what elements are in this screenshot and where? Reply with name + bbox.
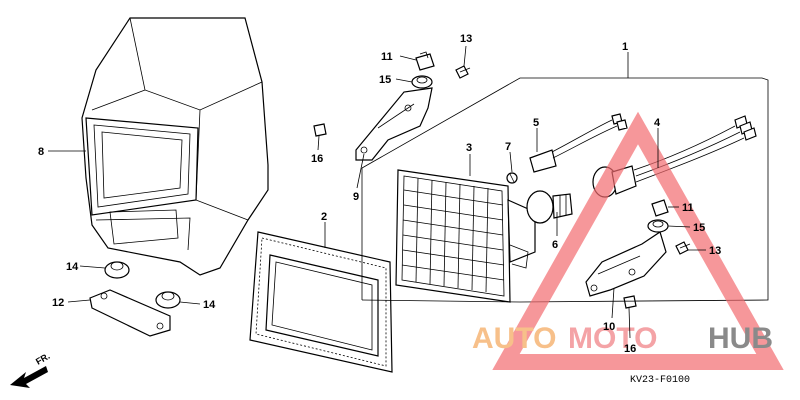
bulb-part-6 [526, 190, 573, 224]
watermark-triangle [492, 111, 784, 370]
watermark-moto: MOTO [568, 322, 657, 355]
watermark: AUTO MOTO HUB [472, 111, 784, 370]
callout-16-lower: 16 [624, 343, 636, 355]
callout-6: 6 [552, 239, 558, 251]
callout-13-upper: 13 [460, 33, 472, 45]
grommet-part-15-upper [411, 75, 433, 89]
leader-lines [48, 45, 706, 339]
screw-part-16-lower [623, 295, 637, 309]
callout-11-lower: 11 [682, 202, 694, 214]
callout-15-lower: 15 [693, 222, 705, 234]
callout-10: 10 [603, 321, 615, 333]
grommet-part-14-right [155, 291, 181, 309]
bolt-part-13-lower [675, 241, 691, 255]
watermark-hub: HUB [708, 322, 773, 355]
callout-3: 3 [466, 142, 472, 154]
callout-5: 5 [533, 117, 539, 129]
callout-9: 9 [353, 191, 359, 203]
front-direction-arrow: FR. [10, 351, 52, 388]
plate-part-12 [89, 289, 171, 337]
headlight-lens-grid [401, 177, 505, 293]
socket-part-5 [529, 113, 628, 173]
callout-13-lower: 13 [709, 245, 721, 257]
callout-15-upper: 15 [379, 74, 391, 86]
callout-16-upper: 16 [311, 153, 323, 165]
bracket-part-10 [585, 231, 667, 297]
bracket-part-9 [355, 87, 433, 161]
callout-labels: 1 2 3 4 5 6 7 8 9 10 11 11 12 13 13 14 1… [38, 33, 721, 355]
grommet-part-15-lower [647, 219, 669, 233]
rim-part-2 [249, 231, 393, 373]
callout-11-upper: 11 [381, 51, 393, 63]
screw-part-16-upper [313, 123, 327, 137]
grommet-part-14-left [104, 261, 130, 279]
position-bulb-part-7 [506, 172, 518, 184]
cowl-part-8 [81, 17, 269, 276]
callout-4: 4 [654, 117, 661, 129]
front-direction-label: FR. [34, 351, 52, 367]
callout-12: 12 [52, 297, 64, 309]
bolt-part-13-upper [455, 65, 471, 79]
watermark-auto: AUTO [472, 322, 556, 355]
callout-1: 1 [622, 41, 628, 53]
assembly-outline [361, 77, 769, 303]
callout-8: 8 [38, 146, 44, 158]
nut-part-11-lower [651, 199, 669, 217]
callout-14-right: 14 [203, 299, 216, 311]
headlight-part-3 [395, 169, 536, 303]
callout-14-left: 14 [66, 261, 79, 273]
nut-part-11-upper [415, 51, 435, 71]
diagram-code: KV23-F0100 [630, 375, 690, 386]
callout-2: 2 [321, 211, 327, 223]
callout-7: 7 [505, 141, 511, 153]
